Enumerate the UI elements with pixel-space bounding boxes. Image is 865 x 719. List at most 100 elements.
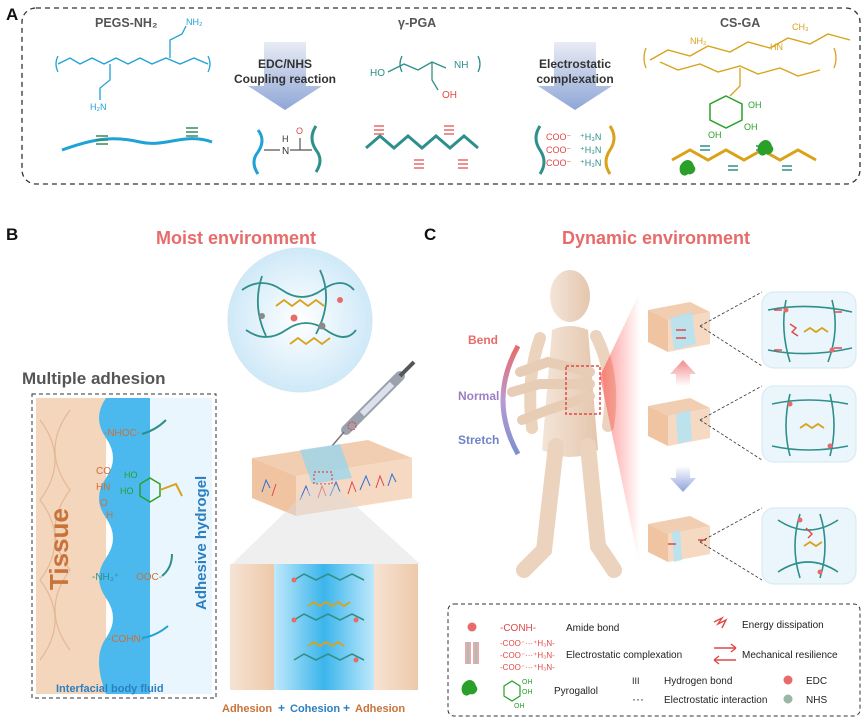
gamma-pga-title: γ-PGA [398, 16, 436, 30]
complexation-arrow: Electrostatic complexation [536, 42, 614, 110]
group-co: CO [96, 466, 111, 477]
group-o: O [100, 498, 108, 509]
legend-nhs: NHS [806, 695, 827, 706]
interface-cross-section [230, 564, 418, 690]
human-figure [507, 270, 622, 578]
legend-oh-2: OH [522, 689, 533, 696]
group-hn: HN [96, 482, 110, 493]
group-ho-2: HO [120, 486, 134, 496]
legend-electro: Electrostatic complexation [566, 650, 682, 661]
tissue-label: Tissue [44, 508, 74, 590]
bend-stretch-arrow [500, 344, 521, 456]
panel-b-title: Moist environment [156, 228, 316, 248]
network-zoom-boxes [761, 291, 857, 585]
panel-a-label: A [6, 5, 18, 24]
block-bend [648, 302, 710, 352]
caption-plus-2: + [343, 701, 350, 715]
projection-funnel [232, 484, 420, 564]
group-nh3: -NH₃⁺ [92, 572, 119, 583]
panel-c-title: Dynamic environment [562, 228, 750, 248]
group-ho-1: HO [124, 470, 138, 480]
block-normal [648, 398, 710, 446]
group-h: H [106, 510, 113, 521]
legend-oh-3: OH [514, 703, 525, 710]
gamma-pga-ho: HO [370, 68, 385, 79]
adhesive-hydrogel-label: Adhesive hydrogel [193, 476, 210, 610]
zoom-fan [600, 292, 640, 568]
coupling-arrow-line1: EDC/NHS [258, 57, 312, 71]
hydrogel-network-bubble [227, 247, 373, 393]
multiple-adhesion-box: Tissue Adhesive hydrogel Interfacial bod… [31, 393, 217, 699]
skin-block [252, 440, 412, 516]
legend-electro-icon [465, 642, 479, 664]
amide-o: O [296, 126, 303, 136]
complexation-arrow-line2: complexation [536, 72, 613, 86]
interfacial-fluid-label: Interfacial body fluid [56, 683, 164, 695]
legend-pyrogallol-icon [461, 680, 478, 696]
group-ooc: OOC- [136, 572, 162, 583]
caption-plus-1: + [278, 701, 285, 715]
legend-electro-icon-teal [467, 642, 477, 664]
legend-amide-dot [467, 622, 477, 632]
strain-blocks [648, 302, 710, 562]
legend-pyrogallol-ring [503, 680, 521, 702]
adhesion-cohesion-caption: Adhesion + Cohesion + Adhesion [222, 701, 405, 715]
up-arrow [670, 360, 696, 386]
complex-h3n-2: ⁺H₃N [580, 145, 601, 155]
legend-coo-2: -COO⁻···⁺H₃N- [500, 651, 555, 660]
amide-h: H [282, 134, 289, 144]
legend-edc-dot [783, 675, 793, 685]
complexation-scheme: COO⁻ COO⁻ COO⁻ ⁺H₃N ⁺H₃N ⁺H₃N [534, 125, 616, 175]
complex-coo-3: COO⁻ [546, 158, 572, 168]
coupling-arrow-line2: Coupling reaction [234, 72, 336, 86]
complex-h3n-1: ⁺H₃N [580, 132, 601, 142]
network-box-stretch [761, 507, 857, 585]
pegs-nh2-top-label: NH₂ [186, 17, 203, 27]
legend-amide-bond: Amide bond [566, 623, 619, 634]
pegs-nh2-structure: PEGS-NH₂ NH₂ H₂N [55, 16, 213, 152]
legend-nhs-dot [783, 694, 793, 704]
gamma-pga-oh: OH [442, 90, 457, 101]
legend-coo-1: -COO⁻···⁺H₃N- [500, 639, 555, 648]
caption-cohesion: Cohesion [290, 703, 340, 715]
syringe [331, 360, 416, 447]
cs-ga-oh-2: OH [744, 122, 758, 132]
group-cohn: -COHN- [108, 634, 144, 645]
complex-h3n-3: ⁺H₃N [580, 158, 601, 168]
group-nhoc: -NHOC- [104, 428, 140, 439]
legend: -CONH- Amide bond Energy dissipation -CO… [447, 603, 861, 717]
pegs-nh2-title: PEGS-NH₂ [95, 16, 158, 30]
caption-adhesion-1: Adhesion [222, 703, 272, 715]
legend-frame [447, 603, 861, 717]
down-arrow [670, 466, 696, 492]
cs-ga-oh-1: OH [748, 100, 762, 110]
amide-bond-scheme: N H O [252, 125, 322, 175]
cs-ga-title: CS-GA [720, 16, 760, 30]
legend-resilience-icon [713, 643, 737, 665]
legend-resilience: Mechanical resilience [742, 650, 838, 661]
cs-ga-ch3: CH₃ [792, 22, 809, 32]
gamma-pga-nh: NH [454, 60, 468, 71]
legend-hbond: Hydrogen bond [664, 676, 732, 687]
cs-ga-hn: HN [770, 42, 783, 52]
legend-conh: -CONH- [500, 623, 536, 634]
cs-ga-nh2: NH₂ [690, 36, 707, 46]
complex-coo-1: COO⁻ [546, 132, 572, 142]
cs-ga-structure: CS-GA CH₃ NH₂ HN OH OH OH [643, 16, 851, 176]
legend-hbond-symbol: III [632, 676, 640, 686]
caption-adhesion-2: Adhesion [355, 703, 405, 715]
network-box-bend [761, 291, 857, 369]
block-stretch [648, 516, 710, 562]
legend-pyrogallol: Pyrogallol [554, 686, 598, 697]
legend-energy-icon [713, 616, 728, 629]
amide-n: N [282, 146, 289, 157]
complexation-arrow-line1: Electrostatic [539, 57, 611, 71]
motion-stretch: Stretch [458, 433, 499, 447]
complex-coo-2: COO⁻ [546, 145, 572, 155]
legend-energy: Energy dissipation [742, 620, 824, 631]
motion-bend: Bend [468, 333, 498, 347]
legend-edc: EDC [806, 676, 827, 687]
coupling-arrow: EDC/NHS Coupling reaction [234, 42, 336, 110]
motion-normal: Normal [458, 389, 499, 403]
